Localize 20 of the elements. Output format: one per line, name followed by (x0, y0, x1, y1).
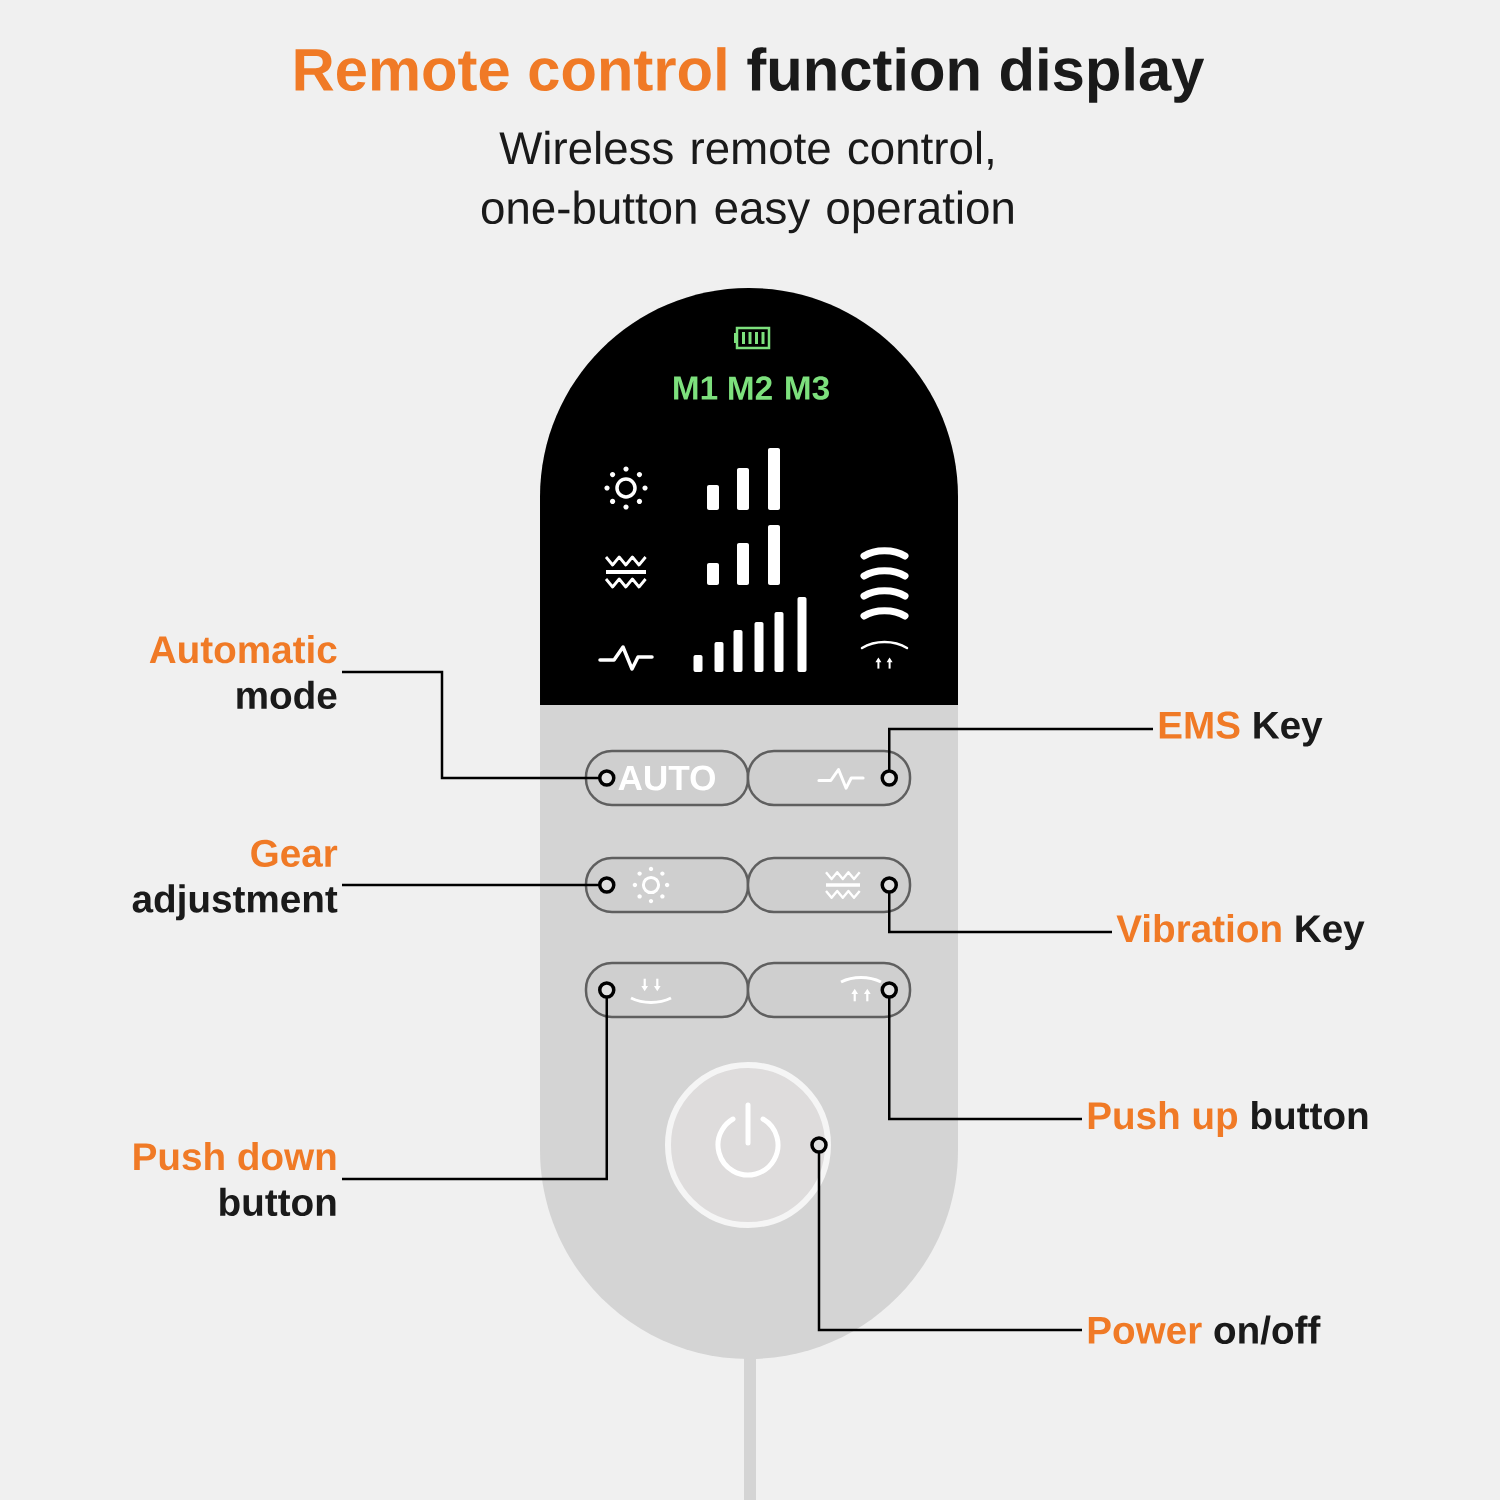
mode-label: M1 (674, 376, 718, 400)
callout-label: Push up button (1088, 1101, 1368, 1137)
leader-line (342, 981, 616, 1181)
mode-label: M2 (729, 376, 772, 400)
subtitle: Wireless remote control, one-button easy operation (481, 130, 1013, 234)
leader-line (342, 876, 616, 894)
mode-label: M3 (786, 376, 829, 400)
callout-label: EMS Key (1159, 711, 1323, 747)
leader-line (880, 981, 1082, 1121)
callout-label: Automatic mode (149, 634, 337, 710)
callout-label: Vibration Key (1116, 914, 1365, 950)
callout-label: Gear adjustment (132, 839, 338, 921)
leader-line (880, 876, 1112, 934)
power-button (665, 1062, 831, 1228)
title: Remote control function display (295, 47, 1205, 103)
callout-label: Power on/off (1088, 1315, 1321, 1345)
leader-line (810, 1136, 1082, 1332)
callout-label: Push down button (134, 1141, 336, 1217)
leader-line (342, 670, 616, 787)
leader-line (880, 727, 1153, 787)
